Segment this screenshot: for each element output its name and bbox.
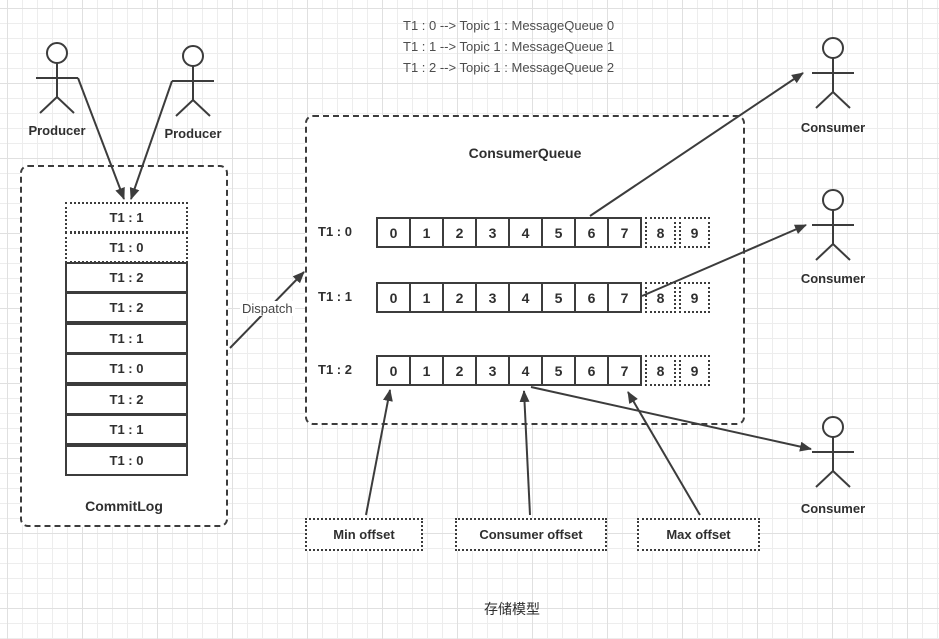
queue-cell: 5 [541, 355, 576, 386]
queue-cell: 1 [409, 217, 444, 248]
queue-cell: 4 [508, 282, 543, 313]
commitlog-title: CommitLog [85, 498, 163, 514]
queue-cell: 5 [541, 217, 576, 248]
queue-cell-dotted: 8 [645, 282, 676, 313]
consumer-offset-box: Consumer offset [455, 518, 607, 551]
consumer-1-figure [811, 37, 855, 109]
producer-2-figure [171, 45, 215, 117]
queue-cell: 7 [607, 217, 642, 248]
queue-cell: 1 [409, 282, 444, 313]
diagram-caption: 存储模型 [484, 601, 540, 617]
queue-cell: 7 [607, 355, 642, 386]
commitlog-entry: T1 : 2 [65, 384, 188, 415]
consumer-1-label: Consumer [800, 120, 866, 135]
queue-cell: 2 [442, 217, 477, 248]
commitlog-entry: T1 : 0 [65, 445, 188, 476]
queue-cell: 2 [442, 282, 477, 313]
commitlog-entry: T1 : 1 [65, 323, 188, 354]
queue-cell: 4 [508, 355, 543, 386]
queue-cell: 2 [442, 355, 477, 386]
queue-cell: 3 [475, 282, 510, 313]
producer-1-label: Producer [28, 123, 86, 138]
producer-1-figure [35, 42, 79, 114]
commitlog-entry: T1 : 0 [65, 232, 188, 263]
mapping-note: T1 : 0 --> Topic 1 : MessageQueue 0 T1 :… [403, 15, 614, 78]
mapping-note-line: T1 : 0 --> Topic 1 : MessageQueue 0 [403, 18, 615, 33]
producer-2-label: Producer [164, 126, 222, 141]
queue-cell: 3 [475, 355, 510, 386]
queue-cell: 7 [607, 282, 642, 313]
queue-row-label: T1 : 1 [318, 289, 352, 304]
queue-cell: 0 [376, 217, 411, 248]
consumer-2-figure [811, 189, 855, 261]
queue-cell: 5 [541, 282, 576, 313]
queue-cell: 6 [574, 282, 609, 313]
commitlog-entry: T1 : 2 [65, 262, 188, 293]
mapping-note-line: T1 : 2 --> Topic 1 : MessageQueue 2 [403, 60, 615, 75]
consumerqueue-title: ConsumerQueue [468, 145, 582, 161]
queue-row-label: T1 : 0 [318, 224, 352, 239]
commitlog-entry: T1 : 1 [65, 202, 188, 233]
commitlog-entry: T1 : 0 [65, 353, 188, 384]
queue-cell: 6 [574, 355, 609, 386]
consumer-3-label: Consumer [800, 501, 866, 516]
queue-cell-dotted: 9 [679, 217, 710, 248]
queue-cell: 6 [574, 217, 609, 248]
consumer-2-label: Consumer [800, 271, 866, 286]
queue-row-label: T1 : 2 [318, 362, 352, 377]
commitlog-entry: T1 : 2 [65, 292, 188, 323]
queue-cell: 0 [376, 355, 411, 386]
queue-cell: 1 [409, 355, 444, 386]
min-offset-box: Min offset [305, 518, 423, 551]
queue-cell-dotted: 9 [679, 355, 710, 386]
queue-cell-dotted: 9 [679, 282, 710, 313]
queue-cell-dotted: 8 [645, 355, 676, 386]
queue-cell-dotted: 8 [645, 217, 676, 248]
consumer-3-figure [811, 416, 855, 488]
queue-cell: 3 [475, 217, 510, 248]
queue-cell: 4 [508, 217, 543, 248]
commitlog-entry: T1 : 1 [65, 414, 188, 445]
dispatch-label: Dispatch [240, 301, 295, 316]
queue-cell: 0 [376, 282, 411, 313]
max-offset-box: Max offset [637, 518, 760, 551]
mapping-note-line: T1 : 1 --> Topic 1 : MessageQueue 1 [403, 39, 615, 54]
